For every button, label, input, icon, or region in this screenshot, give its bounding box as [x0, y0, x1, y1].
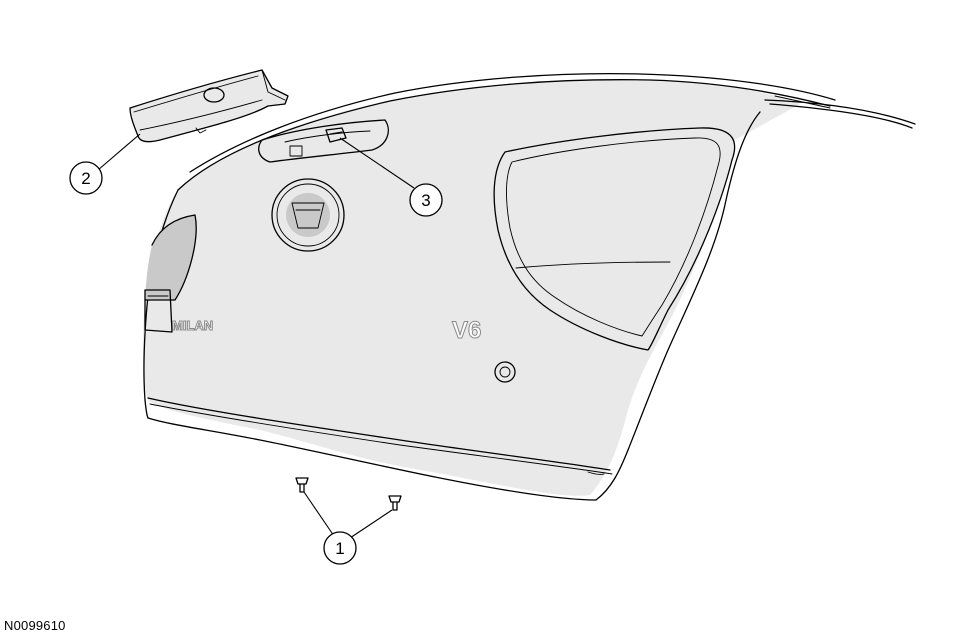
leader-lines	[97, 133, 415, 539]
engine-badge: V6	[452, 317, 481, 344]
callout-3: 3	[409, 183, 443, 217]
push-pin-right	[388, 495, 402, 511]
callout-1: 1	[323, 531, 357, 565]
push-pin-retainers	[295, 477, 402, 511]
callout-3-label: 3	[421, 191, 430, 210]
leader-1a	[303, 491, 335, 537]
figure-id: N0099610	[4, 618, 66, 633]
leader-1b	[349, 509, 393, 539]
decklid-body: MILAN V6	[142, 72, 916, 501]
callout-2: 2	[69, 161, 103, 195]
lock-cylinder	[494, 361, 516, 383]
leader-2	[97, 133, 141, 171]
callout-1-label: 1	[335, 539, 344, 558]
nameplate-badge: MILAN	[172, 318, 213, 333]
leader-3	[339, 137, 415, 189]
callout-2-label: 2	[81, 169, 90, 188]
push-pin-left	[295, 477, 309, 493]
brand-emblem	[271, 178, 345, 252]
release-switch	[325, 127, 347, 143]
handle-trim-panel	[129, 69, 289, 143]
